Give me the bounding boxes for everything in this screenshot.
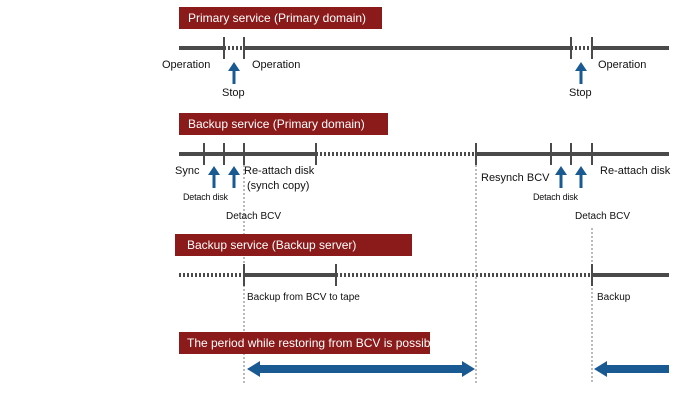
stop-arrow-2-shaft <box>579 70 583 84</box>
sync-label: Sync <box>175 165 200 177</box>
backup-from-bcv-label: Backup from BCV to tape <box>247 292 360 303</box>
restore-period-title: The period while restoring from BCV is p… <box>187 336 440 350</box>
detach-bcv-arrow-1-shaft <box>232 174 236 188</box>
stop-arrow-1-head <box>228 62 240 71</box>
detach-bcv-arrow-2-head <box>575 166 587 175</box>
stop-arrow-2-head <box>575 62 587 71</box>
backup-server-title: Backup service (Backup server) <box>187 238 356 252</box>
detach-disk-label-2: Detach disk <box>533 192 579 202</box>
detach-bcv-label-2: Detach BCV <box>575 211 630 222</box>
reattach-disk-label-2: Re-attach disk <box>600 165 671 177</box>
stop-label-1: Stop <box>222 87 245 99</box>
primary-service-section: Primary service (Primary domain) Operati… <box>162 7 669 99</box>
resynch-bcv-label: Resynch BCV <box>481 172 550 184</box>
detach-bcv-arrow-1-head <box>228 166 240 175</box>
detach-disk-arrow-2 <box>555 166 567 188</box>
backup-server-banner <box>175 234 412 256</box>
stop-arrow-1-shaft <box>232 70 236 84</box>
restore-period-arrow-1 <box>247 361 475 377</box>
restore-period-arrow-2 <box>594 361 669 377</box>
stop-arrow-1 <box>228 62 240 84</box>
operation-label-middle: Operation <box>252 59 300 71</box>
backup-server-section: Backup service (Backup server) Backup fr… <box>175 234 669 303</box>
detach-disk-arrow-1-head <box>208 166 220 175</box>
detach-bcv-arrow-2 <box>575 166 587 188</box>
stop-arrow-2 <box>575 62 587 84</box>
restore-period-banner <box>179 332 430 354</box>
backup-label: Backup <box>597 292 631 303</box>
backup-primary-banner <box>179 113 388 135</box>
detach-bcv-arrow-2-shaft <box>579 174 583 188</box>
operation-label-right: Operation <box>598 59 646 71</box>
detach-disk-arrow-1 <box>208 166 220 188</box>
detach-disk-arrow-2-head <box>555 166 567 175</box>
primary-service-banner <box>179 7 382 29</box>
operation-label-left: Operation <box>162 59 210 71</box>
detach-disk-label-1: Detach disk <box>183 192 229 202</box>
detach-disk-arrow-1-shaft <box>212 174 216 188</box>
restore-period-section: The period while restoring from BCV is p… <box>179 332 669 377</box>
synch-copy-label: (synch copy) <box>247 180 309 192</box>
detach-bcv-label-1: Detach BCV <box>226 211 281 222</box>
backup-primary-section: Backup service (Primary domain) Sync Re <box>175 113 671 222</box>
primary-service-title: Primary service (Primary domain) <box>188 11 366 25</box>
detach-bcv-arrow-1 <box>228 166 240 188</box>
reattach-disk-label-1: Re-attach disk <box>244 165 315 177</box>
stop-label-2: Stop <box>569 87 592 99</box>
backup-primary-title: Backup service (Primary domain) <box>188 117 365 131</box>
detach-disk-arrow-2-shaft <box>559 174 563 188</box>
